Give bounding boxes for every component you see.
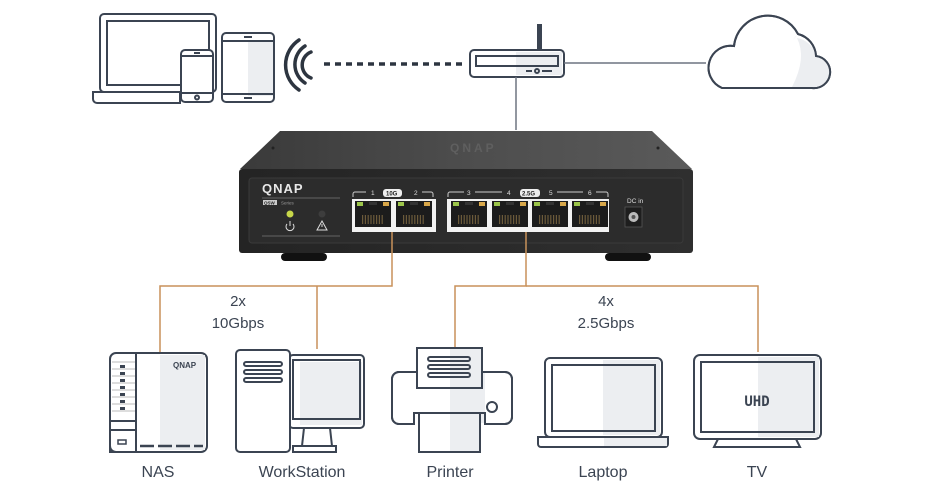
device-label-laptop: Laptop <box>579 464 628 481</box>
tv-screen-text: UHD <box>744 394 769 410</box>
link-led <box>494 202 500 206</box>
copper-links <box>159 232 759 353</box>
wifi-signal-icon <box>283 38 313 92</box>
workstation-icon <box>235 349 365 453</box>
dc-in-label: DC in <box>627 198 644 205</box>
device-label-printer: Printer <box>426 464 474 481</box>
link-led <box>398 202 404 206</box>
router-icon <box>469 24 565 78</box>
link-led <box>453 202 459 206</box>
nas-icon: QNAP <box>109 352 208 453</box>
rj45-port-1 <box>355 201 391 227</box>
power-icon <box>285 221 295 232</box>
nas-logo: QNAP <box>173 361 197 370</box>
link-led <box>574 202 580 206</box>
activity-led <box>479 202 485 206</box>
device-label-tv: TV <box>747 464 768 481</box>
rj45-port-4 <box>492 201 528 227</box>
group-10g-count: 2x <box>230 293 246 310</box>
port-number-3: 3 <box>467 190 471 197</box>
tv-icon: UHD <box>693 354 822 448</box>
activity-led <box>600 202 606 206</box>
rj45-port-5 <box>532 201 568 227</box>
port-number-4: 4 <box>507 190 511 197</box>
activity-led <box>520 202 526 206</box>
port-number-5: 5 <box>549 190 553 197</box>
port-number-1: 1 <box>371 190 375 197</box>
warning-icon <box>316 219 328 231</box>
activity-led <box>560 202 566 206</box>
device-label-workstation: WorkStation <box>259 464 346 481</box>
rj45-port-6 <box>572 201 608 227</box>
port-number-6: 6 <box>588 190 592 197</box>
badge-10g: 10G <box>386 192 398 198</box>
rj45-port-2 <box>396 201 432 227</box>
series-label: Series <box>281 200 295 205</box>
smartphone-icon <box>180 49 214 103</box>
activity-led <box>383 202 389 206</box>
printer-icon <box>391 347 513 453</box>
port-number-2: 2 <box>414 190 418 197</box>
laptop-icon <box>537 357 669 448</box>
power-led <box>286 210 294 218</box>
cloud-icon <box>707 14 832 90</box>
group-2-5g-speed: 2.5Gbps <box>578 315 635 332</box>
tablet-icon <box>221 32 275 103</box>
series-badge: QSW <box>264 200 276 205</box>
device-label-nas: NAS <box>142 464 175 481</box>
network-switch: QNAP QNAP QSW Series 1 10G 2 <box>239 131 693 261</box>
link-led <box>357 202 363 206</box>
group-2-5g-count: 4x <box>598 293 614 310</box>
alert-led <box>318 210 326 218</box>
switch-top-logo: QNAP <box>450 141 497 155</box>
link-led <box>534 202 540 206</box>
switch-brand-logo: QNAP <box>262 181 304 196</box>
group-10g-speed: 10Gbps <box>212 315 265 332</box>
badge-2-5g: 2.5G <box>522 192 535 198</box>
rj45-port-3 <box>451 201 487 227</box>
activity-led <box>424 202 430 206</box>
